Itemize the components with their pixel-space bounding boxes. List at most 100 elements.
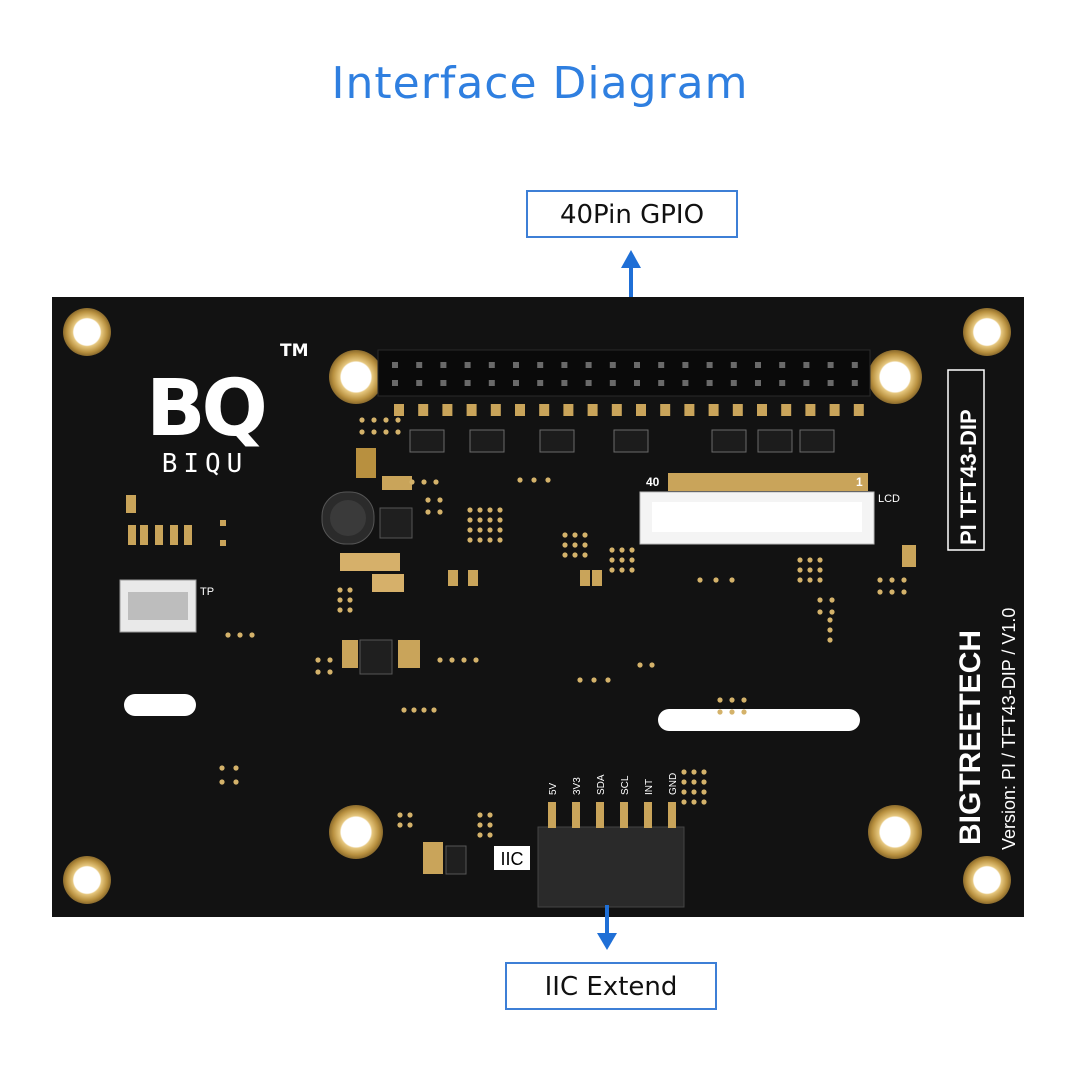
gpio-pad [394, 404, 404, 416]
via [421, 707, 427, 713]
iic-pin [548, 802, 556, 828]
iic-pin-label: GND [668, 773, 679, 795]
via [829, 597, 835, 603]
chip [580, 570, 590, 586]
via [487, 517, 493, 523]
gpio-pad [853, 404, 864, 416]
power-components [321, 448, 420, 675]
via [605, 677, 611, 683]
via [315, 669, 321, 675]
via [691, 799, 697, 805]
iic-pin [572, 802, 580, 828]
gpio-pin [585, 380, 592, 386]
via [562, 552, 568, 558]
via [681, 789, 687, 795]
via [477, 832, 483, 838]
via [237, 632, 243, 638]
via [572, 532, 578, 538]
via [797, 577, 803, 583]
gpio-pin [827, 362, 834, 368]
via [619, 547, 625, 553]
mounting-hole [329, 350, 383, 404]
via [797, 567, 803, 573]
via [411, 707, 417, 713]
via [817, 597, 823, 603]
gpio-pad [660, 404, 671, 416]
via [327, 657, 333, 663]
iic-pin-label: INT [644, 779, 655, 795]
gpio-pin [416, 362, 423, 368]
fpc-pin-left: 40 [646, 475, 660, 489]
via [572, 542, 578, 548]
vias [219, 417, 907, 838]
via [337, 607, 343, 613]
via [817, 557, 823, 563]
gpio-pin [634, 362, 640, 368]
mounting-hole [329, 805, 383, 859]
iic-pin [644, 802, 652, 828]
via [497, 527, 503, 533]
logo-letters: BQ [146, 364, 264, 454]
via [487, 537, 493, 543]
via [797, 557, 803, 563]
via [477, 812, 483, 818]
chip [468, 570, 478, 586]
via [629, 547, 635, 553]
gpio-pin [392, 362, 398, 368]
via [827, 637, 833, 643]
via [545, 477, 551, 483]
gpio-pad [490, 404, 501, 416]
gpio-pads [394, 404, 864, 416]
gpio-pin [755, 362, 761, 368]
gpio-pin [488, 362, 495, 368]
gpio-pin [803, 380, 810, 386]
gpio-pin [682, 362, 689, 368]
via [497, 537, 503, 543]
via [901, 589, 907, 595]
via [817, 577, 823, 583]
chip [592, 570, 602, 586]
gpio-pin [416, 380, 423, 386]
gpio-pin [803, 362, 810, 368]
gpio-callout: 40Pin GPIO [526, 190, 738, 238]
via [421, 479, 427, 485]
mounting-hole [868, 350, 922, 404]
via [487, 507, 493, 513]
gpio-pin [779, 362, 786, 368]
via [649, 662, 655, 668]
via [437, 657, 443, 663]
mounting-hole [63, 856, 111, 904]
via [425, 509, 431, 515]
gpio-pad [829, 404, 840, 416]
via [701, 769, 707, 775]
via [619, 557, 625, 563]
silkscreen-right: BIGTREETECH PI TFT43-DIP Version: PI / T… [947, 369, 1019, 850]
gpio-pin [851, 362, 858, 368]
gpio-pad [611, 404, 622, 416]
via [877, 589, 883, 595]
gpio-pad [757, 404, 767, 416]
via [591, 677, 597, 683]
iic-pin [596, 802, 604, 828]
gpio-arrow [621, 250, 641, 365]
via [729, 577, 735, 583]
via [681, 779, 687, 785]
via [713, 577, 719, 583]
via [395, 417, 401, 423]
via [619, 567, 625, 573]
via [477, 527, 483, 533]
via [337, 587, 343, 593]
gpio-pad [684, 404, 695, 416]
via [729, 709, 735, 715]
iic-pin-label: SDA [596, 774, 607, 795]
via [371, 417, 377, 423]
gpio-pin [730, 362, 737, 368]
via [437, 497, 443, 503]
gpio-pin [730, 380, 737, 386]
via [741, 697, 747, 703]
trademark-symbol: TM [280, 341, 309, 361]
via [637, 662, 643, 668]
via [477, 537, 483, 543]
gpio-pad [732, 404, 743, 416]
